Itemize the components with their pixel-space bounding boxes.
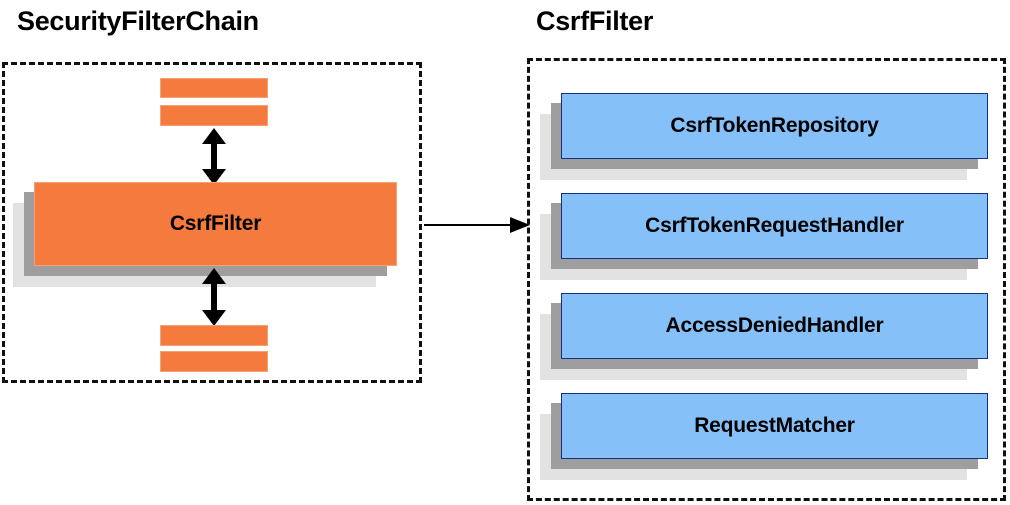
page-title-security-filter-chain: SecurityFilterChain — [17, 6, 259, 36]
filter-strip-below-1 — [160, 325, 268, 346]
arrow-shaft — [211, 141, 217, 172]
collaborator-card-label: AccessDeniedHandler — [561, 293, 988, 359]
collaborator-card-access-denied-handler[interactable]: AccessDeniedHandler — [540, 293, 988, 380]
collaborator-card-csrf-token-request-handler[interactable]: CsrfTokenRequestHandler — [540, 193, 988, 280]
arrow-shaft — [211, 281, 217, 313]
csrf-filter-collaborators-panel — [527, 58, 1006, 501]
security-filter-chain-panel — [2, 62, 422, 383]
page-title-csrf-filter: CsrfFilter — [536, 6, 654, 36]
arrow-head-down-icon — [202, 169, 226, 185]
double-arrow-above-csrf-filter — [199, 128, 229, 185]
filter-strip-below-2 — [160, 351, 268, 372]
arrow-head-down-icon — [202, 310, 226, 326]
connector-shaft — [424, 224, 514, 226]
arrow-head-up-icon — [202, 128, 226, 144]
csrf-filter-card[interactable]: CsrfFilter — [13, 182, 397, 287]
filter-strip-above-2 — [160, 105, 268, 126]
collaborator-card-csrf-token-repository[interactable]: CsrfTokenRepository — [540, 93, 988, 180]
collaborator-card-request-matcher[interactable]: RequestMatcher — [540, 393, 988, 480]
filter-strip-above-1 — [160, 78, 268, 98]
arrow-head-up-icon — [202, 268, 226, 284]
collaborator-card-label: CsrfTokenRepository — [561, 93, 988, 159]
collaborator-card-label: RequestMatcher — [561, 393, 988, 459]
connector-arrow-csrf-filter-to-collaborators — [424, 217, 530, 233]
collaborator-card-label: CsrfTokenRequestHandler — [561, 193, 988, 259]
connector-arrow-head-icon — [510, 217, 530, 233]
csrf-filter-card-label: CsrfFilter — [34, 182, 397, 266]
double-arrow-below-csrf-filter — [199, 268, 229, 326]
